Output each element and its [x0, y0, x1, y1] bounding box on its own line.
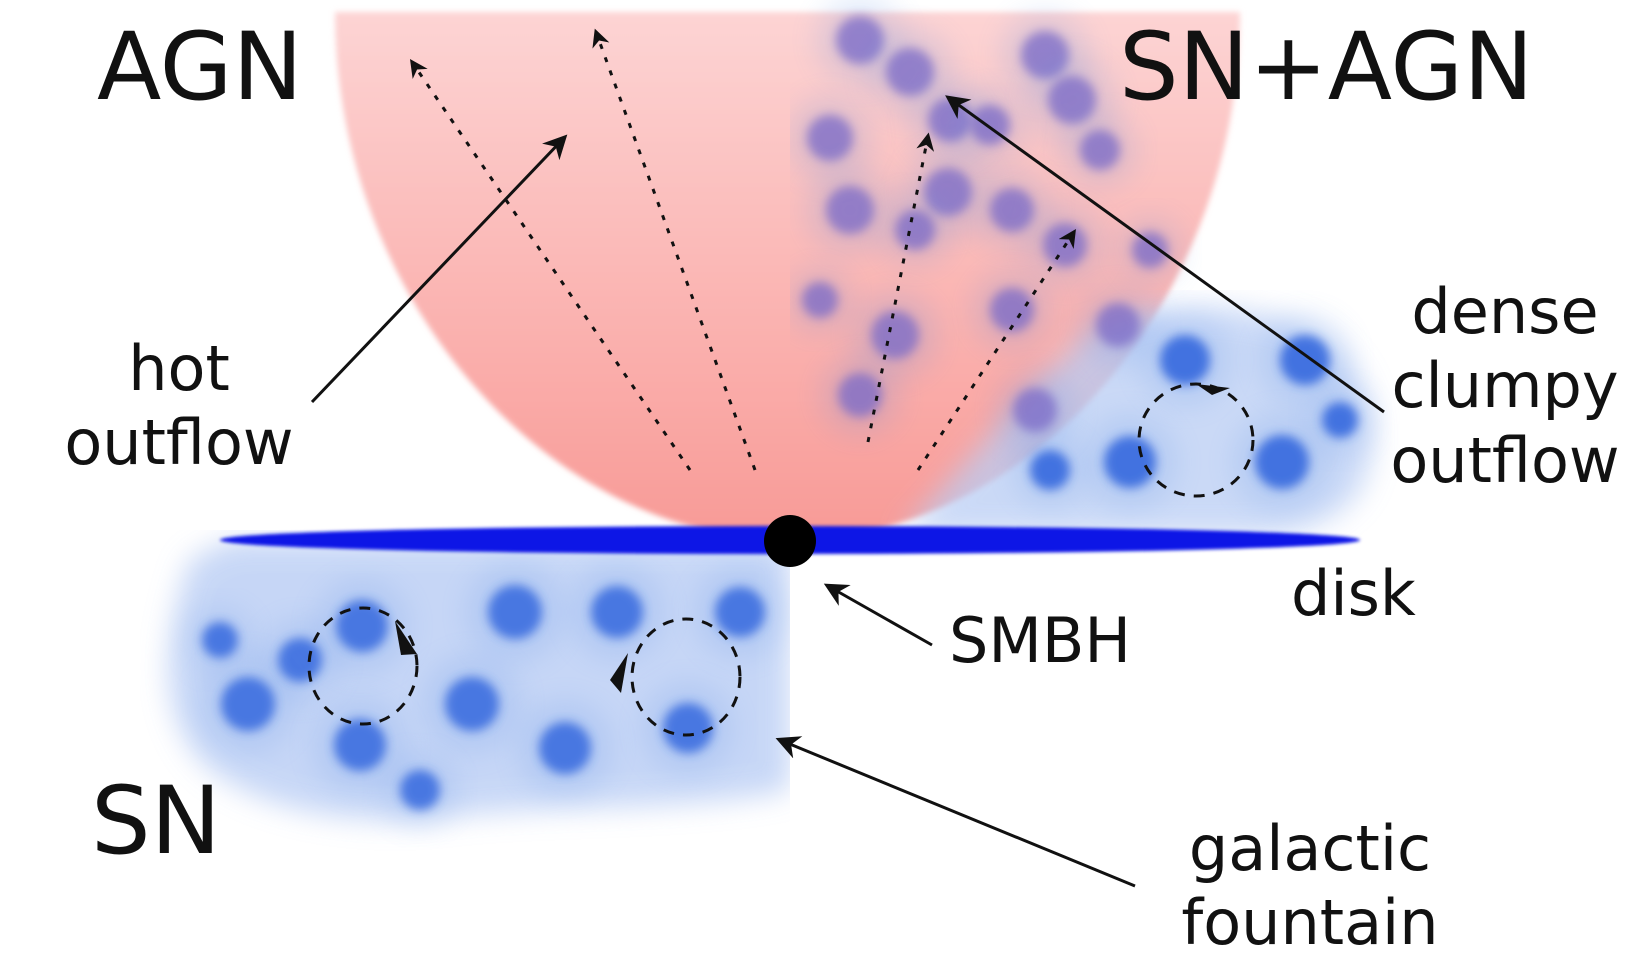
- annotation-arrows: [310, 95, 1385, 888]
- disk-label: disk: [1291, 557, 1416, 630]
- fountain-clump: [539, 722, 591, 774]
- fountain-clump: [715, 587, 765, 637]
- sn-agn-clump: [990, 288, 1034, 332]
- sn-region-label: SN: [91, 767, 221, 876]
- fountain-clump: [334, 719, 386, 771]
- sn-agn-clump: [886, 48, 934, 96]
- smbh-label: SMBH: [949, 604, 1132, 677]
- fountain-clump: [445, 677, 499, 731]
- sn-agn-clump: [990, 188, 1034, 232]
- dense-outflow-clump: [1255, 435, 1309, 489]
- dense-clumpy-outflow-label: dense clumpy outflow: [1390, 275, 1620, 497]
- sn-agn-clump: [802, 282, 838, 318]
- loop-arrowheads: [395, 384, 1230, 693]
- fountain-clump: [400, 770, 440, 810]
- smbh-dot: [764, 515, 816, 567]
- fountain-clump: [663, 703, 713, 753]
- fountain-clump: [488, 585, 542, 639]
- fountain-clump: [202, 622, 238, 658]
- fountain-clump: [221, 677, 275, 731]
- sn-agn-clump: [1132, 232, 1168, 268]
- hot-outflow-label: hot outflow: [64, 332, 294, 480]
- dense-outflow-clump: [1322, 402, 1358, 438]
- sn-agn-clump: [871, 311, 919, 359]
- sn-agn-clump: [1048, 76, 1096, 124]
- dense-outflow-clump: [1030, 450, 1070, 490]
- sn-agn-clump: [895, 210, 935, 250]
- sn-agn-clump: [807, 115, 853, 161]
- galactic-fountain-label: galactic fountain: [1181, 812, 1439, 960]
- galactic-fountain-cloud: [168, 540, 790, 826]
- fountain-clump: [336, 600, 388, 652]
- dense-clumpy-outflow-cloud: [900, 306, 1374, 536]
- sn-agn-clump: [1096, 303, 1140, 347]
- dense-outflow-clump: [1160, 335, 1210, 385]
- outflow-streamlines: [409, 28, 1076, 471]
- sn-agn-clumps: [790, 0, 1183, 450]
- sn-agn-region-label: SN+AGN: [1119, 13, 1534, 122]
- sn-agn-clump: [1080, 130, 1120, 170]
- sn-agn-clump: [826, 186, 874, 234]
- sn-agn-clump: [838, 373, 882, 417]
- fountain-clump: [278, 638, 322, 682]
- dense-outflow-clump: [1104, 436, 1156, 488]
- agn-region-label: AGN: [97, 13, 303, 122]
- sn-agn-clump: [1013, 388, 1057, 432]
- fountain-clump: [591, 586, 643, 638]
